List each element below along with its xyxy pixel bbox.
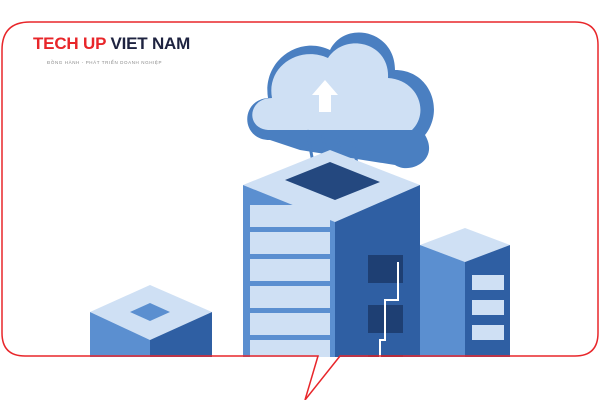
cloud-icon [247,32,434,169]
logo-title: TECH UP VIET NAM [33,34,190,54]
brand-logo: TECH UP VIET NAM ĐỒNG HÀNH - PHÁT TRIỂN … [33,34,190,65]
logo-brand-part2: VIET NAM [110,34,191,53]
upload-arrow-icon [312,80,338,112]
logo-tagline: ĐỒNG HÀNH - PHÁT TRIỂN DOANH NGHIỆP [47,60,163,65]
server-stack-left [90,285,212,360]
server-stack-right [420,228,510,360]
logo-brand-part1: TECH UP [33,34,106,53]
